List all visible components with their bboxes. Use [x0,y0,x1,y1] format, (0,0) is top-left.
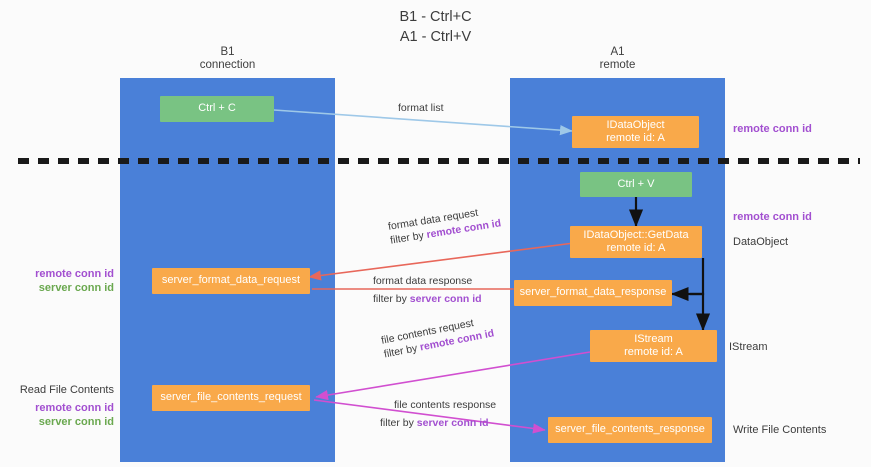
edge-label-file-contents-response-title: file contents response [394,399,497,411]
node-server-format-data-request[interactable]: server_format_data_request [152,268,310,294]
label-right-dataobject-text: DataObject [733,236,789,248]
edge-label-file-contents-request: file contents request filter by remote c… [380,313,495,362]
node-server-format-data-response[interactable]: server_format_data_response [514,280,672,306]
node-getdata-line1: IDataObject::GetData [583,228,689,241]
label-right-write-file-contents-text: Write File Contents [733,424,827,436]
node-idataobject[interactable]: IDataObject remote id: A [572,116,699,148]
label-right-remote-conn-id-mid-text: remote conn id [733,211,812,223]
node-ctrl-c-label: Ctrl + C [198,102,236,115]
label-right-istream: IStream [729,341,768,355]
node-istream[interactable]: IStream remote id: A [590,330,717,362]
node-ctrl-v[interactable]: Ctrl + V [580,172,692,197]
node-server-file-contents-response-label: server_file_contents_response [555,423,705,436]
node-idataobject-line2: remote id: A [606,132,665,144]
edge-label-format-list-text: format list [398,102,444,114]
edge-label-format-list: format list [398,101,444,115]
edge-label-format-data-response-filter: filter by server conn id [373,292,482,306]
lane-a1-role: remote [599,59,636,71]
lane-header-b1: B1 connection [120,46,335,72]
label-left-read-file-contents-text: Read File Contents [19,384,114,396]
edge-label-format-data-response: format data response filter by server co… [373,274,482,306]
node-server-format-data-request-label: server_format_data_request [161,274,301,287]
filter-prefix-2: filter by [373,293,410,305]
node-ctrl-v-label: Ctrl + V [617,177,655,190]
lane-header-a1: A1 remote [510,46,725,72]
edge-label-file-contents-response: file contents response filter by server … [380,398,496,430]
node-istream-line1: IStream [634,332,673,345]
node-idataobject-getdata[interactable]: IDataObject::GetData remote id: A [570,226,702,258]
title-line-1: B1 - Ctrl+C [399,9,472,25]
lane-a1-name: A1 [610,46,625,58]
edge-label-format-data-request: format data request filter by remote con… [387,202,502,247]
node-server-file-contents-request[interactable]: server_file_contents_request [152,385,310,411]
edge-label-format-data-response-title: format data response [373,275,473,287]
node-server-file-contents-request-label: server_file_contents_request [160,391,302,404]
node-getdata-line2: remote id: A [606,242,666,254]
label-right-istream-text: IStream [729,341,768,353]
label-right-dataobject: DataObject [733,236,788,250]
node-ctrl-c[interactable]: Ctrl + C [160,96,274,122]
filter-value-server-conn-id-1: server conn id [409,293,482,305]
label-left-server-conn-id-2: server conn id [38,415,114,428]
filter-value-server-conn-id-2: server conn id [416,417,489,429]
filter-prefix-4: filter by [380,417,417,429]
label-right-remote-conn-id-top-text: remote conn id [733,123,812,135]
label-left-remote-conn-id-2: remote conn id [35,402,114,414]
label-right-remote-conn-id-top: remote conn id [733,123,812,137]
node-server-format-data-response-label: server_format_data_response [519,286,667,299]
edge-label-file-contents-response-filter: filter by server conn id [380,416,496,430]
lane-b1-role: connection [199,59,256,71]
label-left-remote-conn-id-1: remote conn id [35,268,114,280]
label-left-read-file-contents: Read File Contents [0,384,114,398]
label-left-server-conn-id-1: server conn id [38,281,114,294]
label-left-conn-ids-1: remote conn id server conn id [0,268,114,295]
label-right-remote-conn-id-mid: remote conn id [733,211,812,225]
node-idataobject-line1: IDataObject [606,118,665,131]
node-server-file-contents-response[interactable]: server_file_contents_response [548,417,712,443]
label-left-conn-ids-2: remote conn id server conn id [0,402,114,429]
node-istream-line2: remote id: A [624,346,683,358]
title-line-2: A1 - Ctrl+V [399,29,472,45]
page-title: B1 - Ctrl+C A1 - Ctrl+V [0,7,871,47]
label-right-write-file-contents: Write File Contents [733,424,826,438]
lane-b1-name: B1 [220,46,235,58]
